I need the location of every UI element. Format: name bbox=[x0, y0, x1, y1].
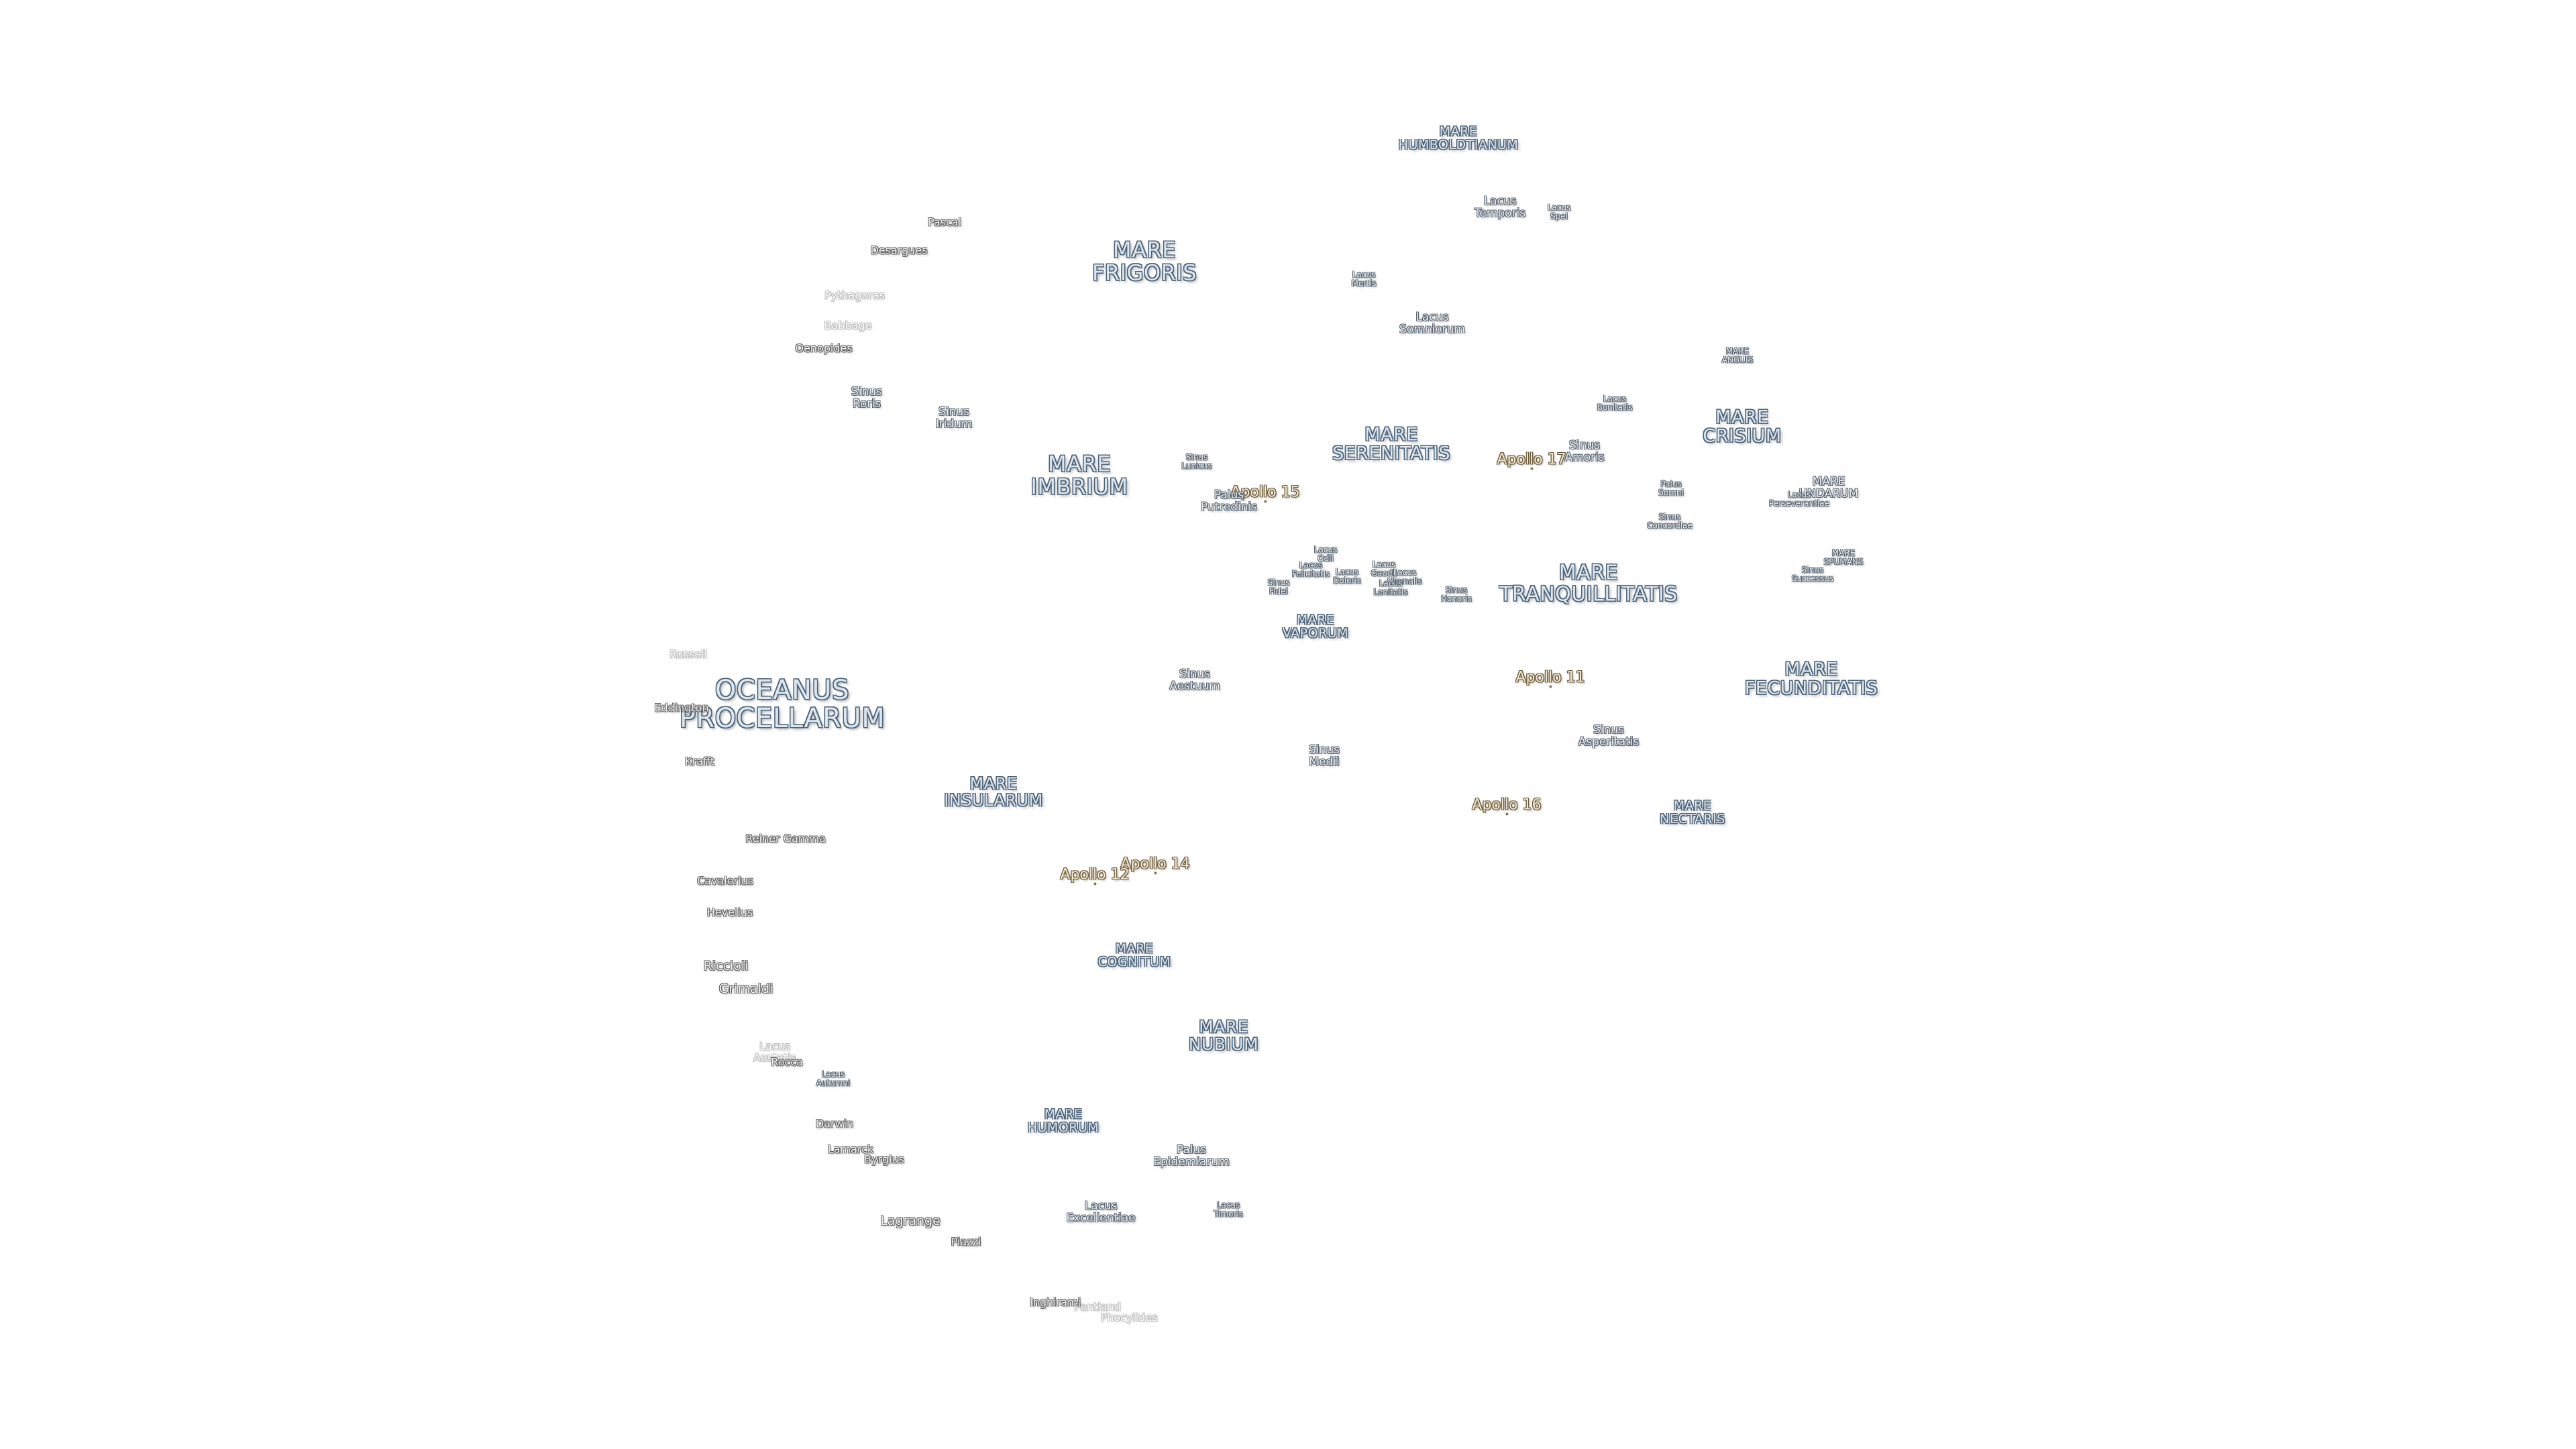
label-phocylides: Phocylides bbox=[1100, 1311, 1158, 1324]
label-sinus-fidei: Sinus Fidei bbox=[1267, 578, 1290, 596]
label-mare-frigoris: MARE FRIGORIS bbox=[1091, 237, 1197, 285]
label-pentland: Pentland bbox=[1074, 1300, 1121, 1313]
label-mare-vaporum: MARE VAPORUM bbox=[1282, 612, 1349, 641]
label-darwin: Darwin bbox=[815, 1117, 854, 1130]
label-lacus-felicitatis: Lacus Felicitatis bbox=[1291, 560, 1330, 578]
label-lacus-mortis: Lacus Mortis bbox=[1351, 270, 1377, 288]
label-russell: Russell bbox=[669, 647, 707, 661]
label-byrgius: Byrgius bbox=[864, 1152, 904, 1166]
label-piazzi: Piazzi bbox=[951, 1235, 981, 1248]
label-sinus-aestuum: Sinus Aestuum bbox=[1169, 667, 1220, 693]
label-lacus-odii: Lacus Odii bbox=[1313, 545, 1338, 563]
label-lacus-hiemalis: Lacus Hiemalis bbox=[1387, 568, 1422, 586]
marker-apollo-15[interactable]: Apollo 15 bbox=[1230, 484, 1300, 503]
label-grimaldi: Grimaldi bbox=[718, 981, 773, 997]
label-mare-spumans: MARE SPUMANS bbox=[1823, 548, 1864, 566]
label-sinus-amoris: Sinus Amoris bbox=[1564, 439, 1605, 464]
label-mare-undarum: MARE UNDARUM bbox=[1799, 475, 1859, 500]
label-lacus-timoris: Lacus Timoris bbox=[1214, 1200, 1243, 1218]
label-sinus-iridum: Sinus Iridum bbox=[935, 405, 973, 431]
label-riccioli: Riccioli bbox=[703, 959, 749, 974]
label-mare-humorum: MARE HUMORUM bbox=[1027, 1107, 1099, 1135]
label-mare-imbrium: MARE IMBRIUM bbox=[1030, 451, 1128, 499]
label-lacus-autumni: Lacus Autumni bbox=[816, 1069, 851, 1087]
label-lamarck: Lamarck bbox=[827, 1142, 874, 1156]
label-mare-serenitatis: MARE SERENITATIS bbox=[1332, 424, 1451, 464]
label-babbage: Babbage bbox=[824, 319, 872, 332]
label-sinus-successus: Sinus Successus bbox=[1791, 565, 1834, 583]
label-eddington: Eddington bbox=[654, 701, 709, 714]
label-lacus-lenitatis: Lacus Lenitatis bbox=[1373, 578, 1408, 596]
label-sinus-roris: Sinus Roris bbox=[851, 385, 882, 411]
marker-apollo-11[interactable]: Apollo 11 bbox=[1515, 669, 1585, 688]
label-sinus-lunicus: Sinus Lunicus bbox=[1181, 452, 1212, 470]
label-lacus-bonitatis: Lacus Bonitatis bbox=[1597, 394, 1633, 412]
label-mare-fecunditatis: MARE FECUNDITATIS bbox=[1744, 659, 1878, 699]
label-lacus-spei: Lacus Spei bbox=[1547, 203, 1571, 221]
label-cavalerius: Cavalerius bbox=[696, 874, 754, 888]
label-rocca: Rocca bbox=[771, 1055, 803, 1069]
label-reiner-gamma: Reiner Gamma bbox=[745, 832, 826, 845]
label-lagrange: Lagrange bbox=[880, 1214, 941, 1229]
label-sinus-concordiae: Sinus Concordiae bbox=[1647, 512, 1693, 530]
marker-apollo-14[interactable]: Apollo 14 bbox=[1120, 855, 1190, 875]
label-lacus-doloris: Lacus Doloris bbox=[1333, 567, 1361, 585]
label-lacus-gaudii: Lacus Gaudii bbox=[1371, 559, 1397, 578]
label-sinus-asperitatis: Sinus Asperitatis bbox=[1578, 723, 1640, 749]
label-sinus-honoris: Sinus Honoris bbox=[1441, 585, 1472, 603]
label-pascal: Pascal bbox=[927, 215, 962, 229]
label-mare-nectaris: MARE NECTARIS bbox=[1660, 798, 1725, 826]
label-sinus-medii: Sinus Medii bbox=[1309, 743, 1340, 769]
marker-apollo-12[interactable]: Apollo 12 bbox=[1060, 866, 1130, 885]
label-mare-nubium: MARE NUBIUM bbox=[1188, 1016, 1259, 1054]
label-pythagoras: Pythagoras bbox=[824, 288, 885, 302]
label-hevelius: Hevelius bbox=[706, 906, 753, 919]
label-lacus-excellentiae: Lacus Excellentiae bbox=[1066, 1199, 1136, 1225]
label-palus-epidemiarum: Palus Epidemiarum bbox=[1153, 1143, 1230, 1169]
label-mare-humboldtianum: MARE HUMBOLDTIANUM bbox=[1398, 124, 1519, 152]
label-lacus-aestatis: Lacus Aestatis bbox=[753, 1040, 796, 1064]
label-oenopides: Oenopides bbox=[795, 341, 853, 355]
label-lacus-temporis: Lacus Temporis bbox=[1474, 195, 1526, 220]
label-mare-insularum: MARE INSULARUM bbox=[944, 773, 1043, 810]
label-mare-crisium: MARE CRISIUM bbox=[1703, 407, 1782, 447]
label-krafft: Krafft bbox=[684, 755, 715, 768]
label-lacus-perseverantiae: Lacus Perseverantiae bbox=[1769, 490, 1829, 508]
label-lacus-somniorum: Lacus Somniorum bbox=[1399, 311, 1465, 336]
label-mare-anguis: MARE ANGUIS bbox=[1721, 346, 1754, 364]
label-palus-putredinis: Palus Putredinis bbox=[1200, 488, 1258, 514]
label-oceanus-procellarum: OCEANUS PROCELLARUM bbox=[679, 675, 885, 734]
label-desargues: Desargues bbox=[870, 244, 928, 257]
label-palus-somni: Palus Somni bbox=[1658, 479, 1684, 497]
marker-apollo-17[interactable]: Apollo 17 bbox=[1497, 451, 1566, 470]
label-mare-cognitum: MARE COGNITUM bbox=[1097, 941, 1171, 969]
marker-apollo-16[interactable]: Apollo 16 bbox=[1472, 796, 1542, 816]
label-mare-tranquillitatis: MARE TRANQUILLITATIS bbox=[1499, 561, 1678, 606]
label-inghirami: Inghirami bbox=[1029, 1295, 1081, 1309]
